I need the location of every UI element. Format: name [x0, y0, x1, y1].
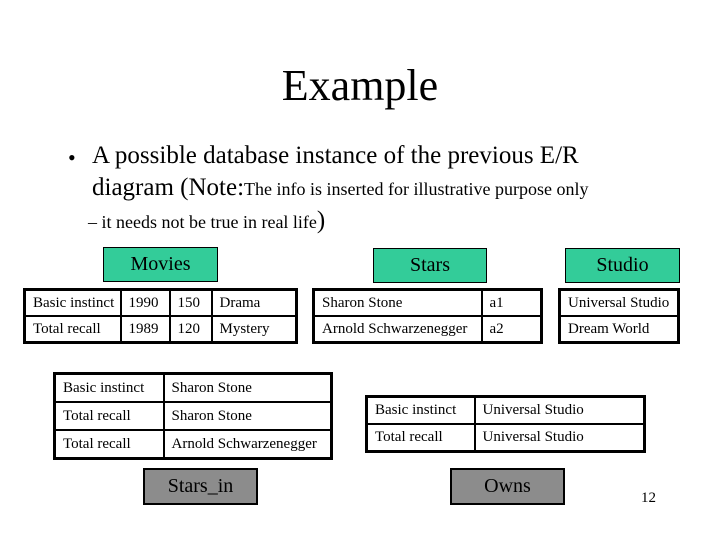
- relationship-label-owns: Owns: [450, 468, 565, 505]
- table-row: Total recall 1989 120 Mystery: [23, 315, 298, 344]
- slide-title: Example: [281, 61, 439, 110]
- table-cell: Arnold Schwarzenegger: [162, 429, 333, 460]
- bullet-text-line1: A possible database instance of the prev…: [92, 142, 579, 169]
- table-row: Basic instinct 1990 150 Drama: [23, 288, 298, 317]
- table-cell: Total recall: [23, 315, 122, 344]
- table-cell: 120: [168, 315, 213, 344]
- table-cell: Universal Studio: [473, 423, 646, 453]
- table-cell: Universal Studio: [558, 288, 680, 317]
- entity-label-stars: Stars: [373, 248, 487, 283]
- table-cell: Total recall: [365, 423, 476, 453]
- bullet-text-line2: diagram (Note:The info is inserted for i…: [92, 172, 588, 205]
- entity-label-movies: Movies: [103, 247, 218, 282]
- entity-label-studio: Studio: [565, 248, 680, 283]
- table-cell: Dream World: [558, 315, 680, 344]
- table-cell: Sharon Stone: [162, 401, 333, 431]
- table-cell: 1989: [119, 315, 171, 344]
- table-cell: a2: [480, 315, 543, 344]
- bullet-text-large: diagram (Note:: [92, 174, 245, 201]
- table-cell: Arnold Schwarzenegger: [312, 315, 483, 344]
- table-cell: Sharon Stone: [312, 288, 483, 317]
- table-cell: Total recall: [53, 429, 165, 460]
- table-row: Basic instinct Universal Studio: [365, 395, 646, 425]
- bullet-text-line3: – it needs not be true in real life): [88, 207, 325, 236]
- bullet-text-large: ): [316, 207, 326, 234]
- table-cell: Universal Studio: [473, 395, 646, 425]
- table-cell: Basic instinct: [365, 395, 476, 425]
- stars-table: Sharon Stone a1 Arnold Schwarzenegger a2: [312, 288, 543, 344]
- table-row: Sharon Stone a1: [312, 288, 543, 317]
- stars-in-table: Basic instinct Sharon Stone Total recall…: [53, 372, 333, 460]
- bullet-icon: •: [68, 145, 76, 170]
- owns-table: Basic instinct Universal Studio Total re…: [365, 395, 646, 453]
- studio-table: Universal Studio Dream World: [558, 288, 680, 344]
- page-number: 12: [641, 490, 656, 506]
- bullet-text-small: The info is inserted for illustrative pu…: [244, 179, 589, 199]
- table-row: Basic instinct Sharon Stone: [53, 372, 333, 403]
- table-cell: Basic instinct: [23, 288, 122, 317]
- table-row: Universal Studio: [558, 288, 680, 317]
- table-cell: a1: [480, 288, 543, 317]
- table-cell: Total recall: [53, 401, 165, 431]
- table-cell: 1990: [119, 288, 171, 317]
- table-cell: Drama: [210, 288, 298, 317]
- table-row: Arnold Schwarzenegger a2: [312, 315, 543, 344]
- table-row: Total recall Sharon Stone: [53, 401, 333, 431]
- table-cell: Basic instinct: [53, 372, 165, 403]
- table-row: Total recall Arnold Schwarzenegger: [53, 429, 333, 460]
- relationship-label-stars-in: Stars_in: [143, 468, 258, 505]
- bullet-text-small: – it needs not be true in real life: [88, 212, 317, 232]
- table-cell: Mystery: [210, 315, 298, 344]
- table-cell: Sharon Stone: [162, 372, 333, 403]
- table-cell: 150: [168, 288, 213, 317]
- table-row: Dream World: [558, 315, 680, 344]
- movies-table: Basic instinct 1990 150 Drama Total reca…: [23, 288, 298, 344]
- table-row: Total recall Universal Studio: [365, 423, 646, 453]
